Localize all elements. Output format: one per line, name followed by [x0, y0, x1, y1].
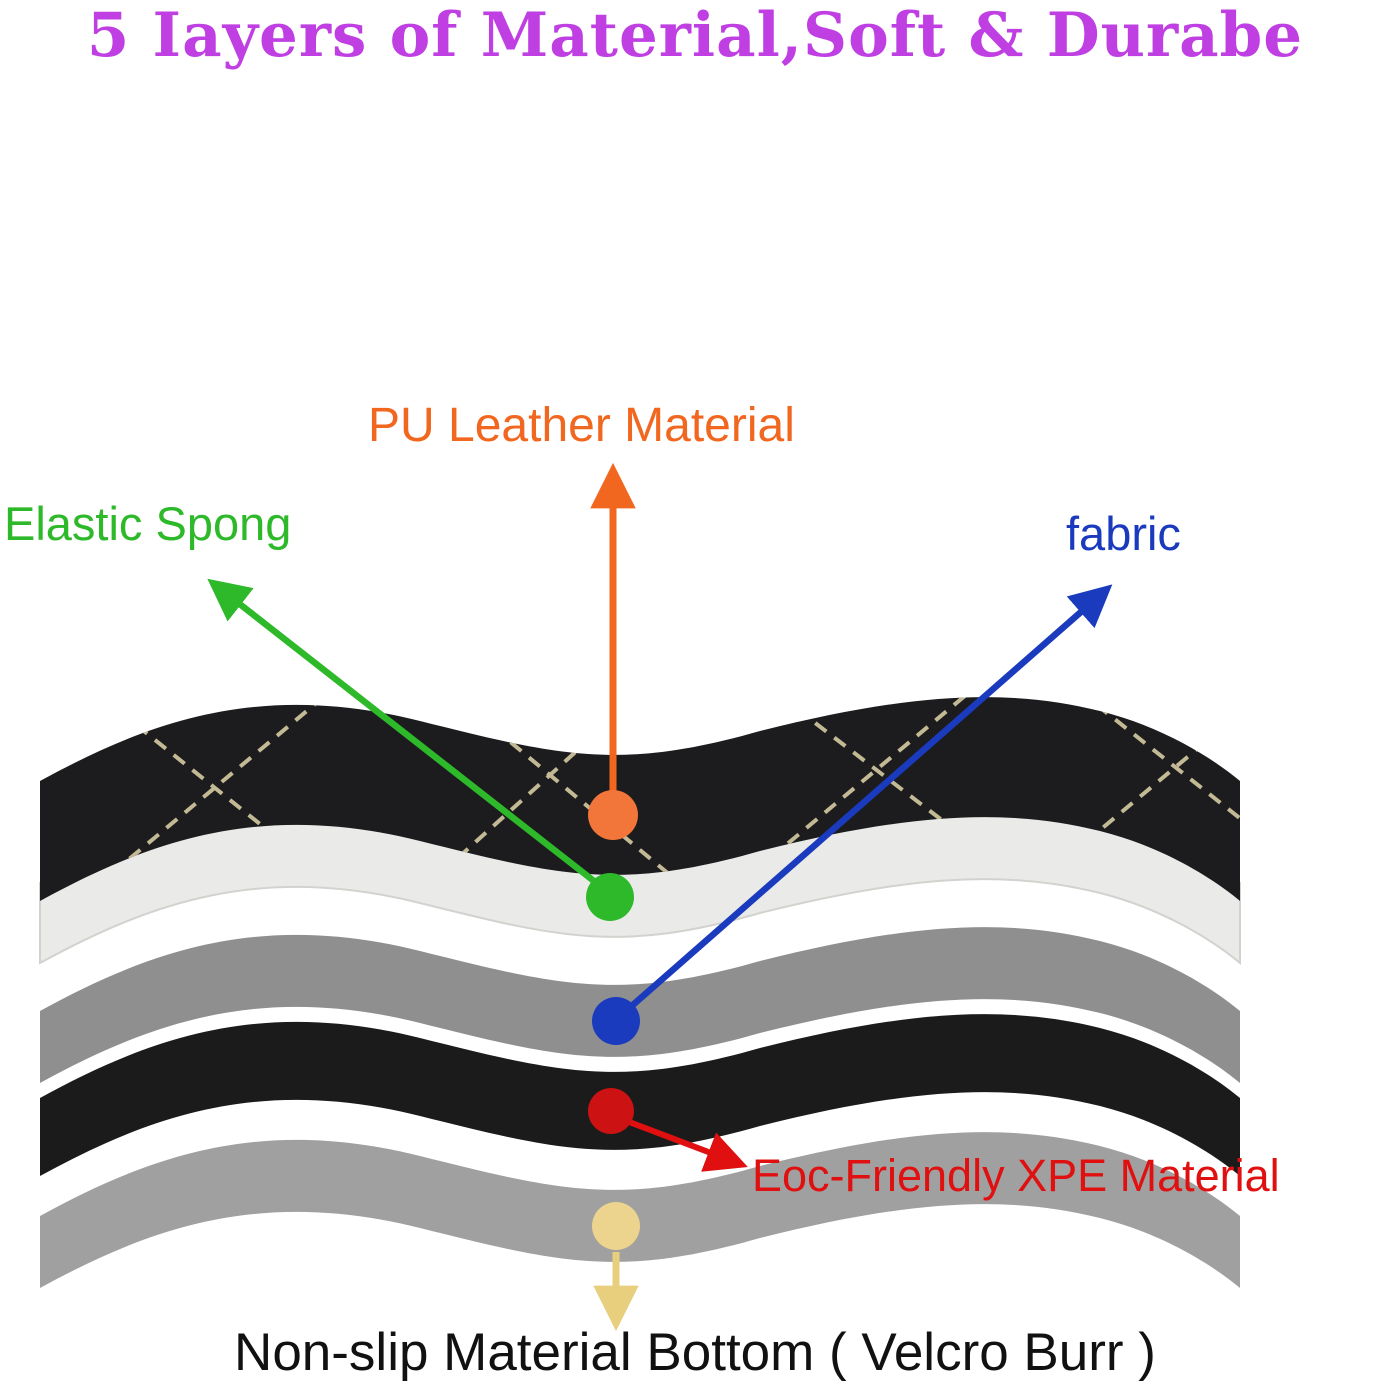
- label-fabric: fabric: [1066, 507, 1181, 560]
- label-xpe-material: Eoc-Friendly XPE Material: [752, 1150, 1280, 1201]
- layer-non-slip-bottom: [40, 1132, 1240, 1288]
- elastic-spong-dot: [586, 873, 634, 921]
- label-elastic-spong: Elastic Spong: [4, 497, 292, 550]
- xpe-dot: [588, 1088, 634, 1134]
- xpe-arrow: [622, 1117, 748, 1172]
- layer-pu-leather: [40, 697, 1240, 901]
- non-slip-dot: [592, 1202, 640, 1250]
- label-pu-leather: PU Leather Material: [368, 399, 795, 452]
- page-title: 5 Iayers of Material,Soft & Durabe: [86, 0, 1304, 71]
- fabric-dot: [592, 997, 640, 1045]
- elastic-spong-arrow: [207, 578, 611, 895]
- layer-fabric: [40, 927, 1240, 1083]
- pu-leather-dot: [588, 790, 638, 840]
- label-non-slip-bottom: Non-slip Material Bottom ( Velcro Burr ): [234, 1323, 1156, 1382]
- layer-xpe: [40, 1014, 1240, 1176]
- fabric-arrow: [615, 584, 1113, 1021]
